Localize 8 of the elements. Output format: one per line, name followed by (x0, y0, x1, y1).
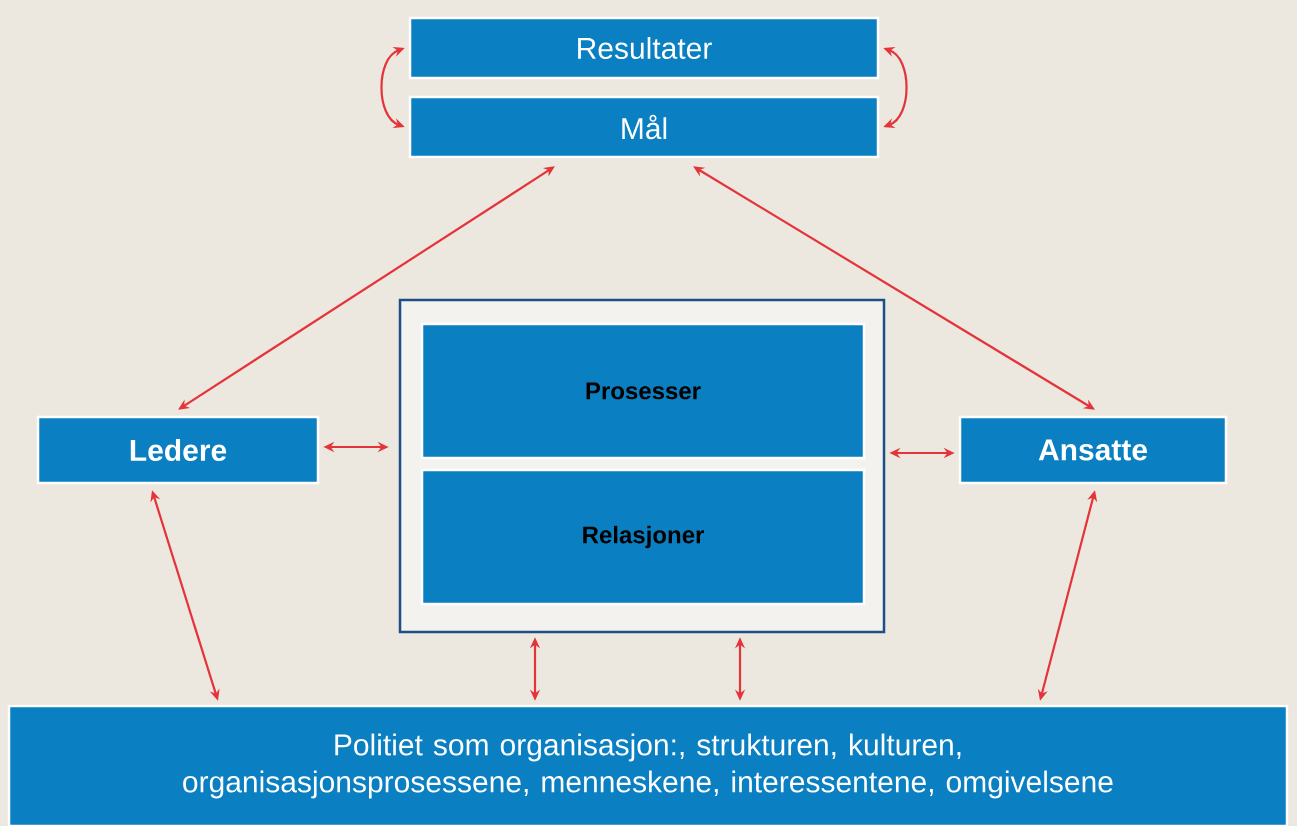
process-box: Relasjoner (420, 468, 866, 606)
process-box: Ansatte (958, 415, 1228, 485)
process-box: Mål (408, 95, 880, 159)
process-box: Prosesser (420, 322, 866, 460)
arrow (178, 166, 555, 410)
process-box: Resultater (408, 16, 880, 80)
banner-box: Politiet som organisasjon:, strukturen, kulturen, organisasjonsprosessene, menneskene, interessentene, omgivelsene (7, 704, 1289, 826)
process-box: Ledere (36, 415, 320, 485)
